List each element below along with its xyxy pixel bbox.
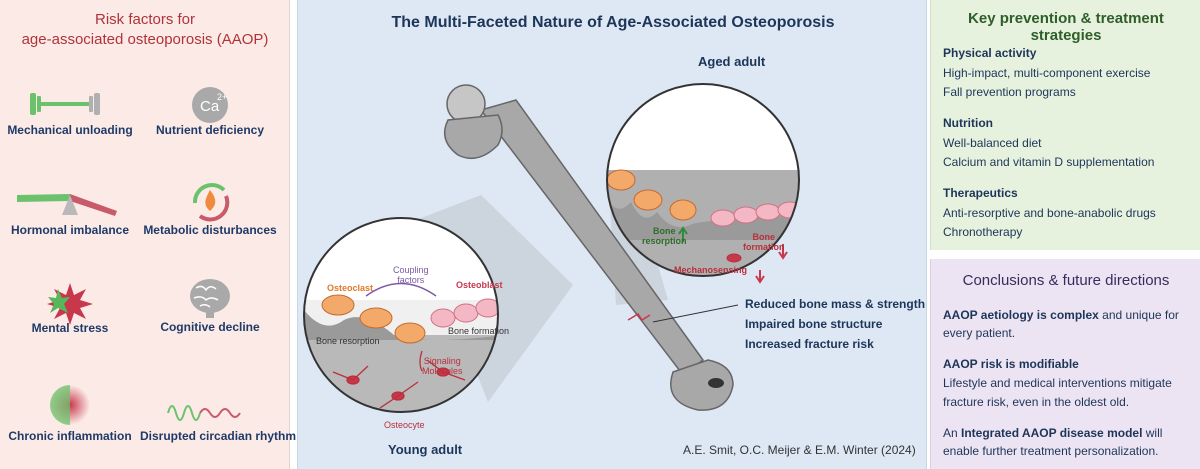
factor-label: Mental stress <box>31 321 109 335</box>
strategies-panel: Key prevention & treatment strategies Ph… <box>930 0 1200 250</box>
down-arrow-icon <box>778 244 788 260</box>
conclusion-3-line-1: An Integrated AAOP disease model will <box>943 426 1193 440</box>
section-heading: Nutrition <box>943 116 993 130</box>
bone-illustration <box>303 83 800 413</box>
dumbbell-icon <box>30 93 100 115</box>
conclusion-1-line-1: AAOP aetiology is complex and unique for <box>943 308 1193 322</box>
aged-resorption-line-1: Bone <box>653 226 676 236</box>
factor-label: Hormonal imbalance <box>10 223 130 237</box>
section-heading: Physical activity <box>943 46 1037 60</box>
section-item: Well-balanced diet <box>943 136 1042 150</box>
stress-burst-icon <box>47 283 93 325</box>
signaling-line-1: Signaling <box>423 356 461 366</box>
aged-bone-formation-label: Bone formation <box>743 232 785 252</box>
conclusion-3-bold: Integrated AAOP disease model <box>961 426 1143 440</box>
risk-factors-title: Risk factors for age-associated osteopor… <box>0 10 290 50</box>
osteoblast-label: Osteoblast <box>456 280 503 290</box>
coupling-line-1: Coupling <box>393 265 429 275</box>
factor-label: Nutrient deficiency <box>155 123 265 137</box>
brain-icon <box>190 279 230 318</box>
up-arrow-icon <box>678 226 688 242</box>
section-item: High-impact, multi-component exercise <box>943 66 1151 80</box>
femur-bone <box>443 84 734 411</box>
aged-formation-line-2: formation <box>743 242 785 252</box>
section-item: Calcium and vitamin D supplementation <box>943 155 1155 169</box>
section-heading: Therapeutics <box>943 186 1018 200</box>
section-item: Chronotherapy <box>943 225 1023 239</box>
author-credit: A.E. Smit, O.C. Meijer & E.M. Winter (20… <box>683 443 916 457</box>
conclusion-3-rest: will <box>1142 426 1163 440</box>
diagram-title: The Multi-Faceted Nature of Age-Associat… <box>391 14 835 31</box>
strategies-title: Key prevention & treatment strategies <box>968 10 1164 44</box>
aged-bone-resorption-label: Bone resorption <box>642 226 687 246</box>
factor-label: Chronic inflammation <box>8 429 132 443</box>
coupling-arrow <box>365 282 437 297</box>
conclusion-3-line-2: enable further treatment personalization… <box>943 444 1159 458</box>
factor-label: Disrupted circadian rhythm <box>140 429 297 443</box>
mechanosensing-label: Mechanosensing <box>674 265 748 275</box>
down-arrow-icon <box>755 270 765 284</box>
svg-text:Ca: Ca <box>200 98 220 115</box>
bone-formation-label: Bone formation <box>448 326 510 336</box>
calcium-icon: Ca 2+ <box>192 87 228 123</box>
section-item: Anti-resorptive and bone-anabolic drugs <box>943 206 1156 220</box>
section-item: Fall prevention programs <box>943 85 1076 99</box>
wave-icon <box>167 405 241 421</box>
risk-factors-panel: Risk factors for age-associated osteopor… <box>0 0 297 469</box>
aged-formation-line-1: Bone <box>752 232 776 242</box>
osteocyte-label: Osteocyte <box>384 420 425 430</box>
coupling-factors-label: Coupling factors <box>393 265 429 285</box>
signaling-arrow <box>419 350 423 372</box>
conclusion-2-line-1: Lifestyle and medical interventions miti… <box>943 376 1172 390</box>
signaling-molecules-label: Signaling Molecules <box>422 356 463 376</box>
aged-resorption-line-2: resorption <box>642 236 687 246</box>
conclusions-title: Conclusions & future directions <box>962 272 1170 289</box>
conclusion-2-heading: AAOP risk is modifiable <box>943 357 1079 371</box>
bone-resorption-label: Bone resorption <box>316 336 380 346</box>
aged-adult-title: Aged adult <box>698 54 766 69</box>
outcome-bone-structure: Impaired bone structure <box>745 317 883 331</box>
osteoclast-label: Osteoclast <box>327 283 374 293</box>
outcome-bone-mass: Reduced bone mass & strength <box>745 297 926 311</box>
osteoporosis-diagram-panel: The Multi-Faceted Nature of Age-Associat… <box>297 0 927 469</box>
factor-label: Metabolic disturbances <box>143 223 277 237</box>
outcome-fracture-risk: Increased fracture risk <box>745 337 874 351</box>
conclusion-3-pre: An <box>943 426 962 440</box>
seesaw-icon <box>17 194 117 216</box>
title-line-1: Risk factors for <box>94 11 196 28</box>
conclusion-1-rest: and unique for <box>1098 308 1179 322</box>
factor-label: Mechanical unloading <box>7 123 133 137</box>
coupling-line-2: factors <box>397 275 425 285</box>
factor-label: Cognitive decline <box>160 320 260 334</box>
conclusion-1-line-2: every patient. <box>943 326 1016 340</box>
conclusion-2-line-2: fracture risk, even in the oldest old. <box>943 395 1130 409</box>
young-adult-title: Young adult <box>388 442 463 457</box>
svg-text:2+: 2+ <box>217 92 227 102</box>
inflammation-icon <box>50 385 90 425</box>
conclusion-1-bold: AAOP aetiology is complex <box>943 308 1099 322</box>
signaling-line-2: Molecules <box>422 366 463 376</box>
title-line-2: age-associated osteoporosis (AAOP) <box>21 31 269 48</box>
metabolic-flame-icon <box>192 183 230 222</box>
conclusions-panel: Conclusions & future directions AAOP aet… <box>930 259 1200 469</box>
